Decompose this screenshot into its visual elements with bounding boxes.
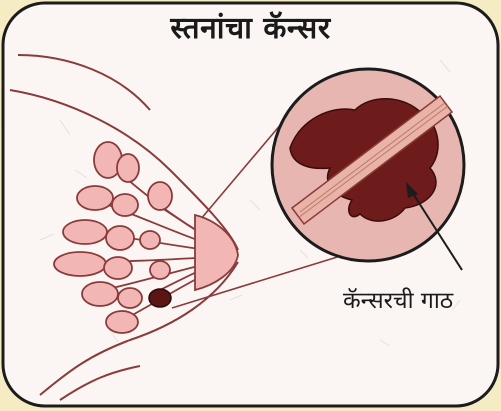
magnified-view xyxy=(272,69,464,261)
tumor-small xyxy=(149,289,171,307)
page-title: स्तनांचा कॅन्सर xyxy=(0,6,501,47)
tumor-label: कॅन्सरची गाठ xyxy=(343,283,453,315)
